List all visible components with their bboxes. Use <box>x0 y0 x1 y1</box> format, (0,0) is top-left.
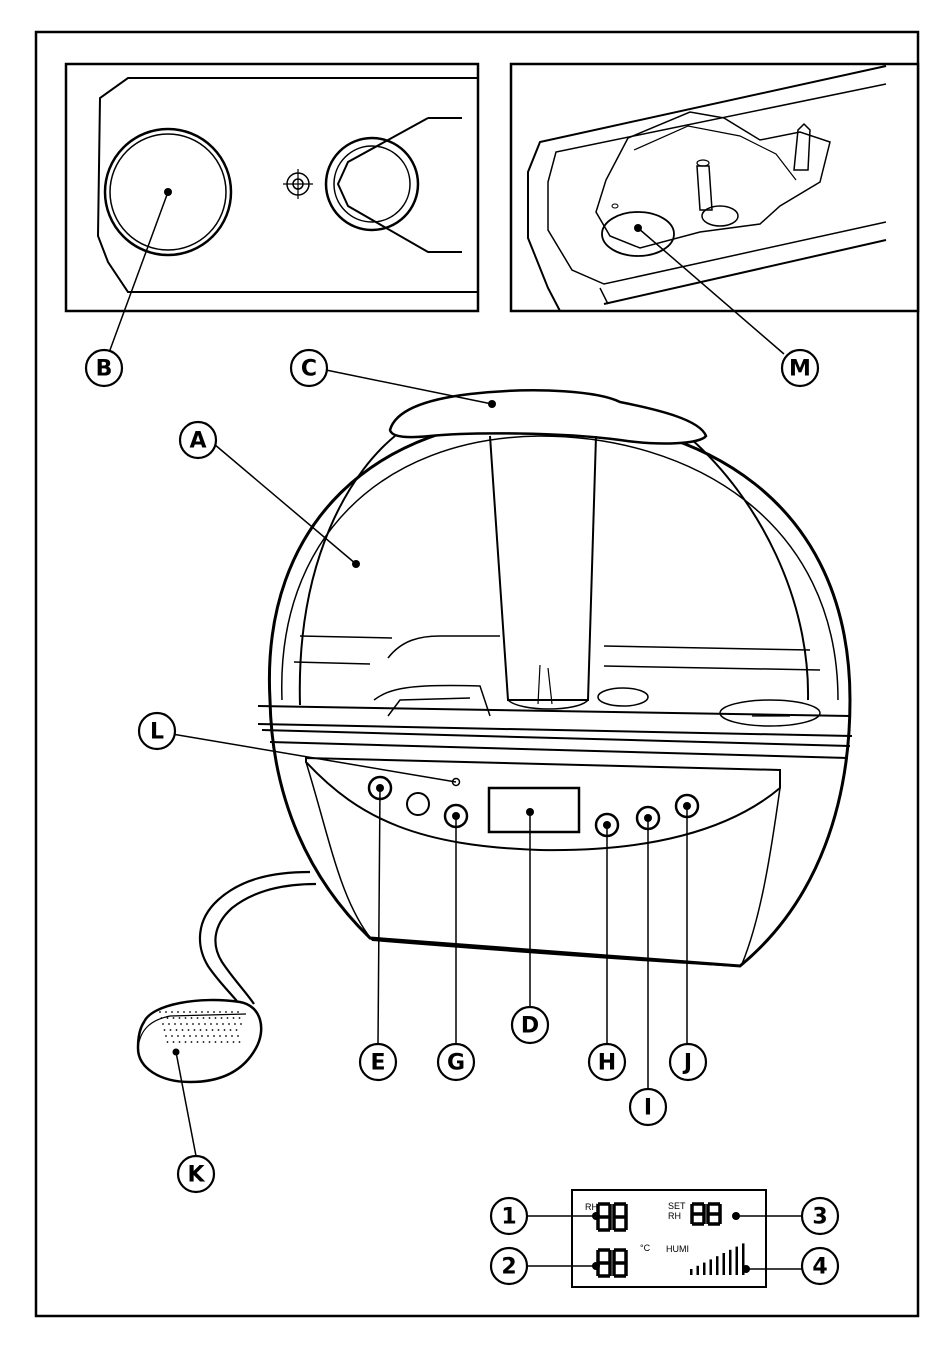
svg-text:M: M <box>789 357 811 382</box>
callout-3: 3 <box>802 1198 838 1234</box>
lcd-set-label: SET <box>668 1201 686 1211</box>
svg-text:H: H <box>598 1051 616 1076</box>
lcd-detail: RH SET RH °C HUMI <box>528 1190 802 1287</box>
callout-l: L <box>139 713 175 749</box>
svg-text:B: B <box>96 357 113 382</box>
callout-i: I <box>630 1089 666 1125</box>
callout-d: D <box>512 1007 548 1043</box>
svg-text:3: 3 <box>812 1205 827 1230</box>
lcd-celsius-label: °C <box>640 1243 651 1253</box>
svg-text:E: E <box>370 1051 385 1076</box>
callout-2: 2 <box>491 1248 527 1284</box>
lcd-rh-label: RH <box>585 1202 598 1212</box>
callout-a: A <box>180 422 216 458</box>
callout-j: J <box>670 1044 706 1080</box>
svg-text:J: J <box>682 1051 692 1076</box>
callout-h: H <box>589 1044 625 1080</box>
inset-base-detail <box>66 64 478 311</box>
svg-text:I: I <box>644 1096 652 1121</box>
sensor-window <box>407 793 429 815</box>
svg-text:4: 4 <box>812 1255 827 1280</box>
svg-text:A: A <box>189 429 206 454</box>
callout-m: M <box>782 350 818 386</box>
remote-sensor-k <box>138 872 316 1082</box>
svg-text:C: C <box>301 357 317 382</box>
cap-c <box>390 390 706 443</box>
callout-c: C <box>291 350 327 386</box>
callout-g: G <box>438 1044 474 1080</box>
callout-4: 4 <box>802 1248 838 1284</box>
svg-text:K: K <box>187 1163 205 1188</box>
svg-text:2: 2 <box>501 1255 516 1280</box>
lcd-set-rh-label: RH <box>668 1211 681 1221</box>
humidifier-body <box>258 390 852 966</box>
svg-text:G: G <box>447 1051 465 1076</box>
display-d <box>489 788 579 832</box>
svg-text:L: L <box>150 720 164 745</box>
inset-reservoir-interior <box>511 64 918 311</box>
callout-k: K <box>178 1156 214 1192</box>
callout-1: 1 <box>491 1198 527 1234</box>
svg-text:D: D <box>521 1014 539 1039</box>
callout-e: E <box>360 1044 396 1080</box>
svg-text:1: 1 <box>501 1205 516 1230</box>
lcd-humi-label: HUMI <box>666 1244 689 1254</box>
callout-b: B <box>86 350 122 386</box>
